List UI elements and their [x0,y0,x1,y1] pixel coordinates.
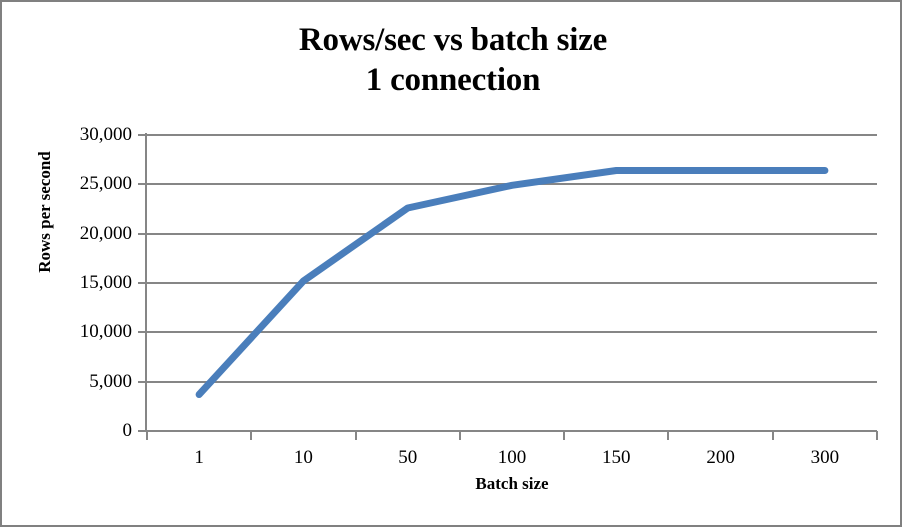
x-axis-tick [876,431,878,440]
chart-title: Rows/sec vs batch size 1 connection [2,20,900,100]
chart-title-line-1: Rows/sec vs batch size [298,22,608,58]
y-axis-tick [138,282,146,284]
gridline-15000 [147,282,877,284]
y-axis-tick [138,331,146,334]
gridline-25000 [147,183,877,186]
y-axis-label: 25,000 [79,173,132,195]
y-axis-label: 0 [122,420,133,441]
x-axis-title: Batch size [475,474,549,493]
x-axis-label: 200 [706,447,735,468]
x-axis-label: 50 [398,447,418,468]
x-axis-label: 300 [810,447,840,468]
x-axis-label: 10 [293,447,313,468]
y-axis-tick [138,232,146,235]
gridline-10000 [147,331,877,334]
x-axis-tick [667,431,670,440]
x-axis-tick [458,431,461,440]
gridline-5000 [147,380,877,383]
gridline-30000 [147,134,877,136]
y-axis-label: 20,000 [79,222,132,244]
y-axis-tick [138,134,146,136]
x-axis-tick [563,431,566,440]
x-axis-tick [146,431,148,440]
x-axis-tick [250,431,253,440]
chart-title-line-2: 1 connection [365,62,541,98]
x-axis-label: 1 [194,447,204,468]
x-axis-tick [771,431,774,440]
y-axis-tick [138,183,146,186]
gridline-20000 [147,232,877,235]
y-axis-tick [138,380,146,383]
y-axis-label: 5,000 [89,370,132,392]
x-axis-tick [354,431,357,440]
y-axis-label: 15,000 [79,272,132,293]
x-axis-label: 150 [602,447,631,468]
y-axis-label: 30,000 [79,124,132,145]
x-axis-label: 100 [497,447,527,468]
y-axis-label: 10,000 [79,321,132,343]
y-axis-tick-labels: 0 5,000 10,000 15,000 20,000 25,000 30,000 [20,2,133,525]
x-axis-line [147,430,877,432]
y-axis-tick [138,430,146,432]
plot-area [147,134,877,431]
y-axis-line [145,133,147,432]
